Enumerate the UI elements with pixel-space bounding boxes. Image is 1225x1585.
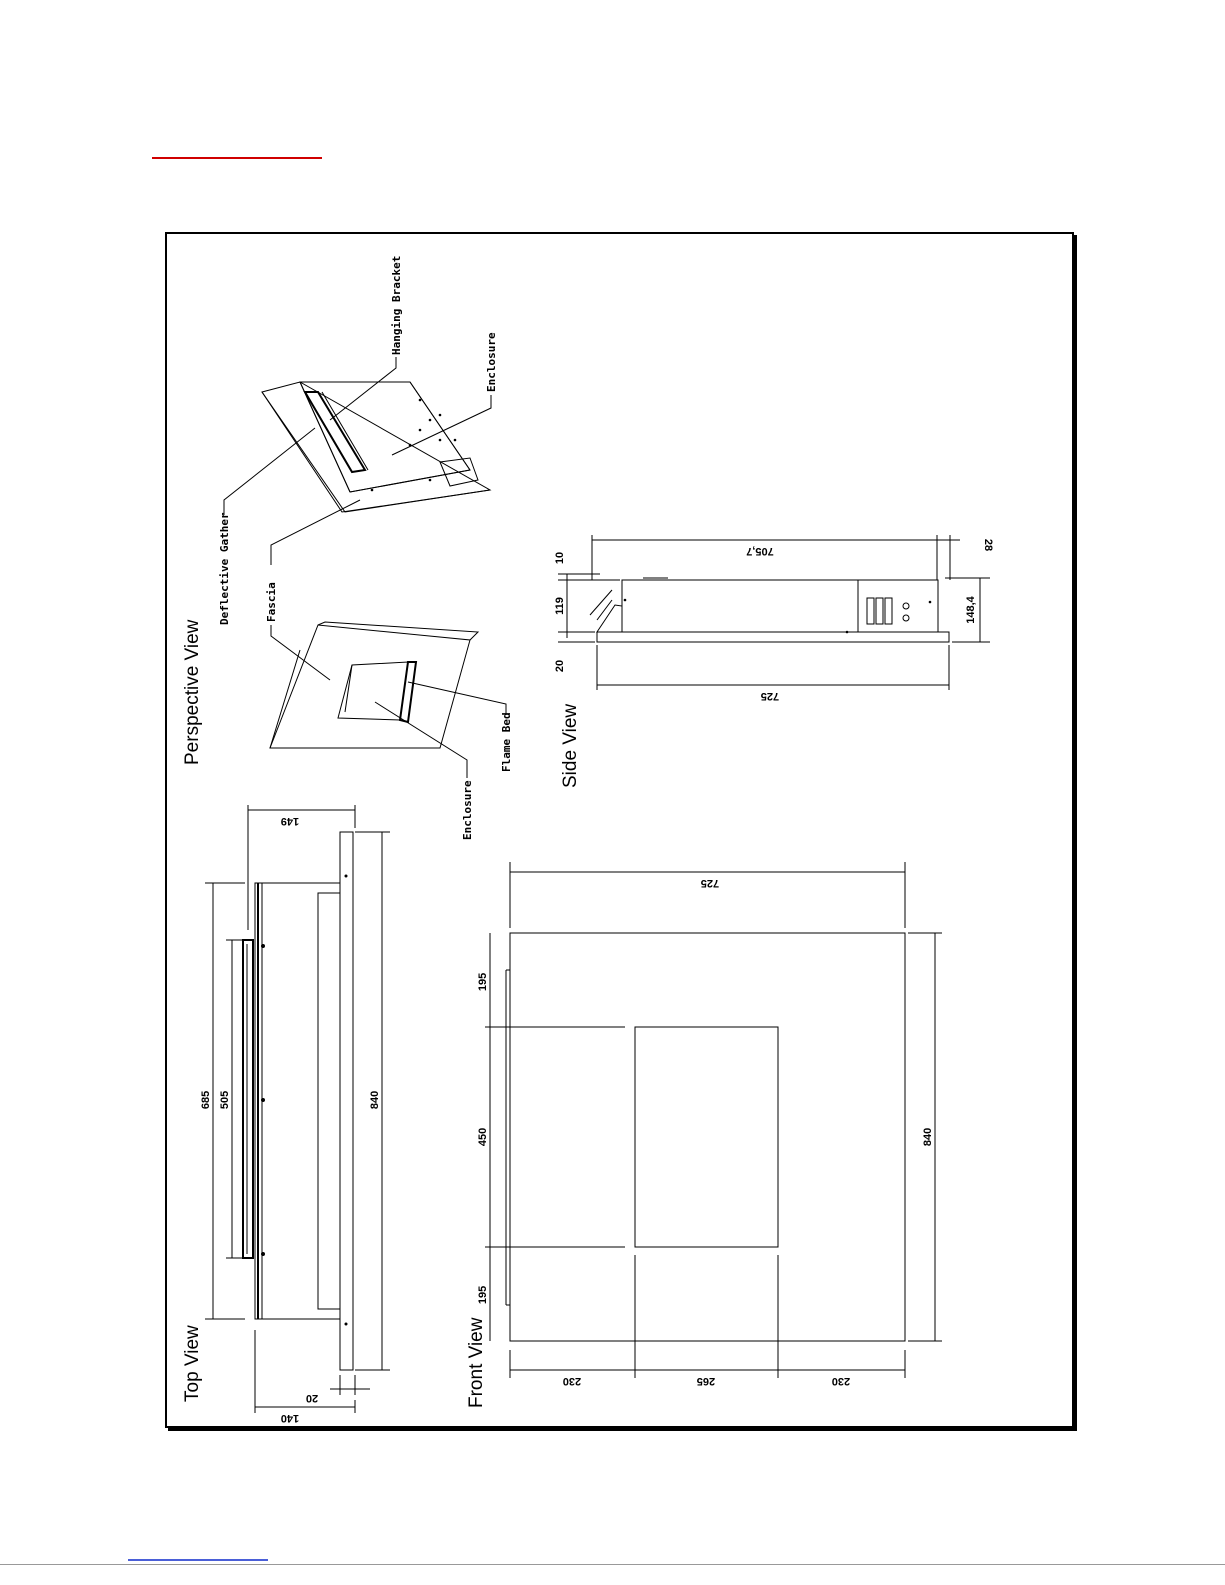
front-fascia bbox=[510, 933, 905, 1341]
side-view: Side View 10 119 20 705,7 28 bbox=[554, 535, 994, 788]
page-bottom-rule bbox=[0, 1564, 1225, 1565]
front-dim-195-bottom: 195 bbox=[477, 1286, 489, 1304]
front-dim-230-left: 230 bbox=[563, 1375, 581, 1387]
side-dim-705-7: 705,7 bbox=[746, 545, 774, 557]
perspective-assembly-back bbox=[262, 382, 490, 512]
callout-deflective-gather: Deflective Gather bbox=[218, 512, 231, 625]
side-dim-148-4: 148,4 bbox=[965, 595, 977, 623]
front-dim-840: 840 bbox=[922, 1128, 934, 1146]
top-dim-840: 840 bbox=[369, 1091, 381, 1109]
side-dim-28: 28 bbox=[982, 539, 994, 551]
callout-fascia: Fascia bbox=[265, 582, 278, 622]
top-dim-149: 149 bbox=[281, 815, 299, 827]
top-dim-685: 685 bbox=[200, 1091, 212, 1109]
side-dim-725: 725 bbox=[761, 690, 779, 702]
front-view-title: Front View bbox=[466, 1317, 487, 1408]
top-view: Top View 149 685 505 840 20 bbox=[182, 805, 390, 1424]
footer-link-rule bbox=[128, 1559, 268, 1561]
side-dim-10: 10 bbox=[554, 552, 566, 564]
top-dim-20: 20 bbox=[306, 1392, 318, 1404]
front-dim-265: 265 bbox=[697, 1375, 715, 1387]
side-view-title: Side View bbox=[560, 704, 581, 788]
perspective-assembly-front bbox=[270, 622, 478, 748]
callout-enclosure-back: Enclosure bbox=[485, 332, 498, 392]
front-dim-230-right: 230 bbox=[832, 1375, 850, 1387]
front-opening bbox=[635, 1027, 778, 1247]
side-fascia bbox=[597, 632, 949, 642]
side-dim-20: 20 bbox=[554, 660, 566, 672]
perspective-view: Perspective View bbox=[182, 256, 513, 840]
callout-hanging-bracket: Hanging Bracket bbox=[390, 256, 403, 355]
top-dim-140: 140 bbox=[281, 1412, 299, 1424]
front-dim-725: 725 bbox=[701, 877, 719, 889]
front-dim-195-top: 195 bbox=[477, 973, 489, 991]
side-dim-119: 119 bbox=[554, 597, 566, 615]
top-fascia bbox=[340, 832, 353, 1370]
callout-flame-bed: Flame Bed bbox=[500, 712, 513, 772]
top-view-title: Top View bbox=[182, 1325, 203, 1402]
top-enclosure bbox=[255, 883, 340, 1319]
perspective-view-title: Perspective View bbox=[182, 619, 203, 765]
callout-enclosure-front: Enclosure bbox=[461, 780, 474, 840]
front-view: Front View 725 195 450 195 840 230 265 2… bbox=[466, 862, 942, 1408]
top-dim-505: 505 bbox=[219, 1091, 231, 1109]
front-dim-450: 450 bbox=[477, 1128, 489, 1146]
